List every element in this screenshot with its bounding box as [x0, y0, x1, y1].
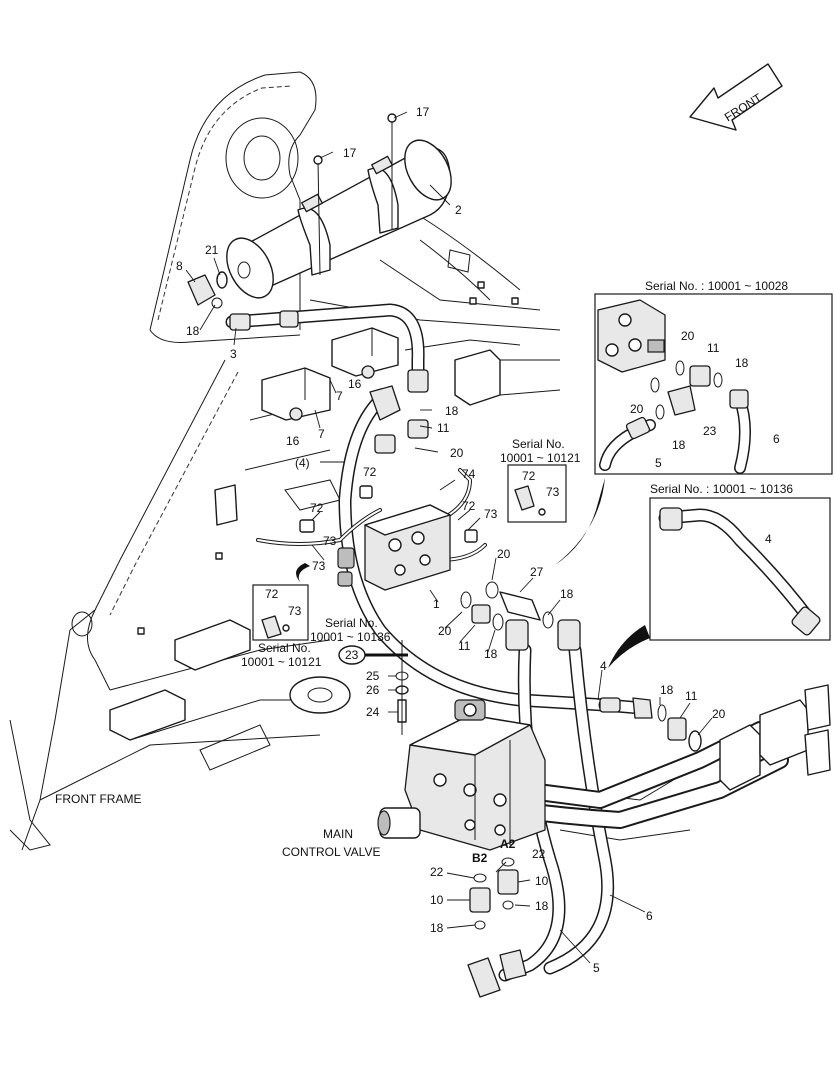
callout-1: 1	[433, 597, 440, 611]
serial-small-left-line2: 10001 ~ 10121	[241, 655, 322, 669]
callout-4b: 4	[765, 532, 772, 546]
callout-20a: 20	[450, 446, 464, 460]
callout-11b: 11	[458, 639, 471, 653]
captions: FRONT FRAME MAIN CONTROL VALVE B2 A2	[55, 792, 516, 865]
detail-box-mid-right: Serial No. : 10001 ~ 10136	[649, 482, 831, 641]
callout-5: 5	[593, 961, 600, 975]
serial-label-10028: Serial No. : 10001 ~ 10028	[645, 279, 788, 293]
callout-10a: 10	[430, 893, 444, 907]
main-valve-caption-line1: MAIN	[323, 827, 353, 841]
callout-72e: 72	[522, 469, 536, 483]
callout-73e: 73	[546, 485, 560, 499]
serial-small-left-line1: Serial No.	[258, 641, 311, 655]
callout-27: 27	[530, 565, 544, 579]
callout-4: 4	[600, 659, 607, 673]
fitting-8	[187, 271, 228, 309]
callout-17b: 17	[343, 146, 357, 160]
detail-box-small-left: Serial No. 10001 ~ 10121	[241, 584, 322, 669]
ref-23-note: Serial No. 10001 ~ 10136	[310, 616, 391, 665]
serial-ref23-line1: Serial No.	[325, 616, 378, 630]
front-frame-caption: FRONT FRAME	[55, 792, 141, 806]
callout-72d: 72	[265, 587, 279, 601]
callout-18b: 18	[445, 404, 459, 418]
callout-numbers: 17 17 2 21 8 18 3 7 7 16 16 18 11 20 (4)…	[176, 105, 780, 975]
front-direction-arrow: FRONT	[689, 63, 783, 131]
detail-box-top-right: Serial No. : 10001 ~ 10028	[594, 279, 833, 475]
callout-23: 23	[345, 648, 359, 662]
callout-11a: 11	[437, 421, 450, 435]
callout-74: 74	[462, 467, 476, 481]
callout-4-paren: (4)	[295, 456, 310, 470]
callout-72b: 72	[462, 499, 476, 513]
serial-ref23-line2: 10001 ~ 10136	[310, 630, 391, 644]
hose-fittings	[229, 310, 702, 752]
callout-20b: 20	[497, 547, 511, 561]
callout-72a: 72	[363, 465, 377, 479]
callout-20e: 20	[681, 329, 695, 343]
callout-23b: 23	[703, 424, 717, 438]
relief-valve-27	[460, 581, 554, 631]
main-control-valve	[377, 699, 546, 851]
callout-10b: 10	[535, 874, 549, 888]
callout-17a: 17	[416, 105, 430, 119]
callout-20f: 20	[630, 402, 644, 416]
callout-7b: 7	[318, 427, 325, 441]
tube-clamps	[719, 684, 831, 791]
callout-18d: 18	[484, 647, 498, 661]
port-b2-label: B2	[472, 851, 488, 865]
callout-18g: 18	[535, 899, 549, 913]
leader-lines	[185, 111, 713, 964]
reservoir-cylinder	[226, 113, 452, 299]
callout-72c: 72	[310, 501, 324, 515]
callout-8: 8	[176, 259, 183, 273]
callout-5b: 5	[655, 456, 662, 470]
callout-18f: 18	[430, 921, 444, 935]
callout-7a: 7	[336, 389, 343, 403]
callout-11d: 11	[707, 341, 720, 355]
callout-6b: 6	[773, 432, 780, 446]
serial-label-10136: Serial No. : 10001 ~ 10136	[650, 482, 793, 496]
serial-small-right-line1: Serial No.	[512, 437, 565, 451]
callout-16a: 16	[348, 377, 362, 391]
callout-73a: 73	[484, 507, 498, 521]
callout-16b: 16	[286, 434, 300, 448]
callout-21: 21	[205, 243, 219, 257]
callout-26: 26	[366, 683, 380, 697]
front-frame-outline	[9, 71, 691, 851]
port-fittings	[467, 857, 527, 998]
callout-20c: 20	[438, 624, 452, 638]
callout-18e: 18	[660, 683, 674, 697]
detail-box-small-right: Serial No. 10001 ~ 10121	[500, 437, 581, 523]
detail-pointers	[296, 478, 650, 668]
callout-18i: 18	[672, 438, 686, 452]
callout-73b: 73	[323, 534, 337, 548]
callout-11c: 11	[685, 689, 698, 703]
valve-block-1	[299, 485, 478, 591]
main-valve-caption-line2: CONTROL VALVE	[282, 845, 380, 859]
port-a2-label: A2	[500, 837, 516, 851]
callout-25: 25	[366, 669, 380, 683]
callout-73d: 73	[288, 604, 302, 618]
callout-2: 2	[455, 203, 462, 217]
callout-24: 24	[366, 705, 380, 719]
callout-18a: 18	[186, 324, 200, 338]
callout-18h: 18	[735, 356, 749, 370]
bracket-7	[261, 327, 399, 421]
callout-22a: 22	[430, 865, 444, 879]
callout-20d: 20	[712, 707, 726, 721]
serial-small-right-line2: 10001 ~ 10121	[500, 451, 581, 465]
callout-22b: 22	[532, 847, 546, 861]
callout-18c: 18	[560, 587, 574, 601]
callout-73c: 73	[312, 559, 326, 573]
callout-6: 6	[646, 909, 653, 923]
callout-3: 3	[230, 347, 237, 361]
